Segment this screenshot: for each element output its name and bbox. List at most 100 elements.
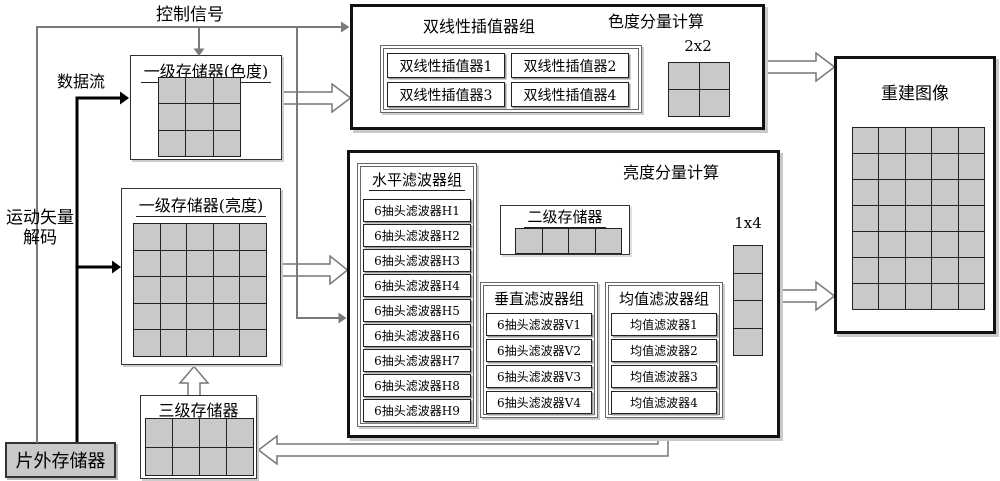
bilinear-interpolator-3: 双线性插值器3: [387, 82, 505, 107]
h-filter-2: 6抽头滤波器H2: [363, 224, 471, 247]
memory-cell: [187, 224, 213, 250]
memory-cell: [173, 447, 199, 475]
h-filter-5: 6抽头滤波器H5: [363, 299, 471, 322]
data-stream-line: [75, 96, 121, 442]
memory-cell: [213, 250, 240, 277]
memory-cell: [879, 232, 905, 257]
off-chip-memory-label: 片外存储器: [15, 451, 106, 472]
mean-filter-3: 均值滤波器3: [611, 365, 717, 388]
memory-cell: [958, 180, 984, 205]
l3-memory-label: 三级存储器: [141, 397, 256, 422]
memory-cell: [595, 229, 621, 253]
mean-filter-2: 均值滤波器2: [611, 339, 717, 362]
memory-cell: [958, 154, 984, 179]
memory-cell: [853, 284, 879, 309]
memory-cell: [932, 206, 958, 231]
mean-filter-group-label: 均值滤波器组: [618, 290, 709, 308]
control-arrowhead-to-chroma-memory: [193, 48, 205, 56]
memory-cell: [699, 63, 729, 89]
memory-cell: [669, 90, 699, 116]
mean-filter-1: 均值滤波器1: [611, 313, 717, 336]
memory-cell: [853, 154, 879, 179]
memory-cell: [159, 104, 186, 130]
data-stream-label: 数据流: [56, 72, 105, 91]
memory-cell: [187, 250, 213, 277]
memory-cell: [905, 284, 932, 309]
l1-luma-memory-label: 一级存储器(亮度): [122, 192, 280, 217]
v-filter-4: 6抽头滤波器V4: [486, 391, 592, 414]
arrow-chroma-memory-to-interpolators: [282, 82, 352, 114]
memory-cell: [187, 303, 213, 330]
memory-cell: [879, 180, 905, 205]
vertical-filter-group-label: 垂直滤波器组: [493, 290, 584, 308]
memory-cell: [853, 232, 879, 257]
memory-cell: [905, 128, 932, 153]
memory-cell: [213, 78, 240, 104]
memory-cell: [134, 330, 160, 356]
reconstructed-image-box: 重建图像: [834, 56, 996, 334]
memory-cell: [905, 258, 932, 283]
memory-cell: [879, 206, 905, 231]
memory-cell: [905, 206, 932, 231]
l2-memory-grid: [515, 228, 622, 254]
memory-cell: [240, 277, 266, 303]
memory-cell: [146, 447, 172, 475]
chroma-2x2-block-grid: [668, 62, 730, 117]
memory-cell: [905, 154, 932, 179]
bilinear-group-label: 双线性插值器组: [423, 17, 536, 36]
memory-cell: [734, 246, 762, 273]
h-filter-4: 6抽头滤波器H4: [363, 274, 471, 297]
memory-cell: [932, 180, 958, 205]
memory-cell: [213, 130, 240, 156]
bilinear-interpolator-2: 双线性插值器2: [511, 53, 629, 78]
memory-cell: [160, 303, 187, 330]
l1-luma-memory-box: 一级存储器(亮度): [121, 188, 281, 365]
memory-cell: [932, 128, 958, 153]
l1-chroma-memory-box: 一级存储器(色度): [130, 55, 282, 160]
memory-cell: [186, 78, 213, 104]
memory-cell: [905, 232, 932, 257]
luma-1x4-block-grid: [733, 245, 763, 356]
block-1x4-label: 1x4: [734, 214, 762, 232]
l3-memory-grid: [145, 418, 254, 476]
memory-cell: [160, 250, 187, 277]
memory-cell: [159, 130, 186, 156]
memory-cell: [879, 154, 905, 179]
memory-cell: [227, 419, 253, 447]
memory-cell: [187, 330, 213, 356]
horizontal-filter-group-box: 水平滤波器组 6抽头滤波器H1 6抽头滤波器H2 6抽头滤波器H3 6抽头滤波器…: [357, 163, 477, 427]
control-signal-line: [36, 26, 341, 443]
l2-memory-label: 二级存储器: [501, 206, 629, 228]
memory-cell: [516, 229, 542, 253]
arrow-luma-memory-to-luma-calc: [280, 254, 349, 286]
memory-cell: [958, 206, 984, 231]
memory-cell: [853, 180, 879, 205]
memory-cell: [853, 206, 879, 231]
memory-cell: [569, 229, 595, 253]
v-filter-1: 6抽头滤波器V1: [486, 313, 592, 336]
memory-cell: [213, 224, 240, 250]
control-signal-label: 控制信号: [156, 5, 224, 25]
memory-cell: [159, 78, 186, 104]
memory-cell: [213, 303, 240, 330]
control-arrowhead-to-chroma-calc: [341, 21, 350, 33]
memory-cell: [134, 303, 160, 330]
memory-cell: [542, 229, 568, 253]
motion-vector-decode-line1: 运动矢量: [6, 208, 74, 228]
memory-cell: [213, 104, 240, 130]
memory-cell: [227, 447, 253, 475]
luma-calc-label: 亮度分量计算: [623, 163, 720, 182]
horizontal-filter-group-label: 水平滤波器组: [358, 169, 476, 191]
memory-cell: [853, 128, 879, 153]
h-filter-6: 6抽头滤波器H6: [363, 324, 471, 347]
off-chip-memory-box: 片外存储器: [5, 442, 116, 478]
block-2x2-label: 2x2: [684, 37, 712, 55]
memory-cell: [173, 419, 199, 447]
memory-cell: [146, 419, 172, 447]
memory-cell: [160, 277, 187, 303]
memory-cell: [200, 447, 226, 475]
h-filter-9: 6抽头滤波器H9: [363, 399, 471, 422]
h-filter-8: 6抽头滤波器H8: [363, 374, 471, 397]
